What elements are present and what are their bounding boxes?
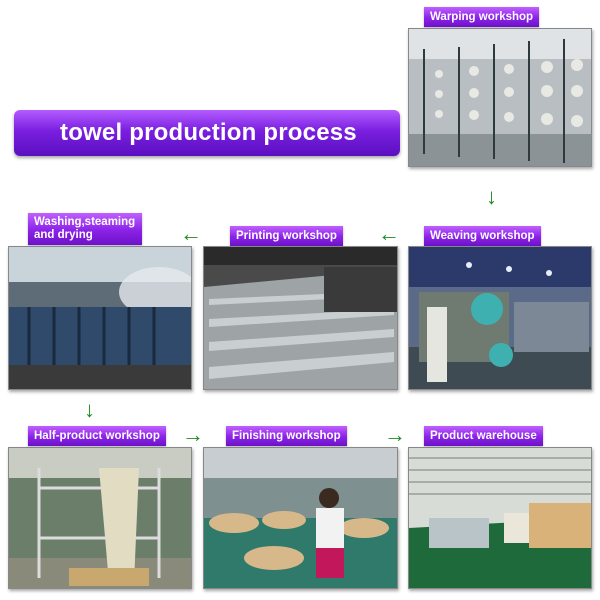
stage-label-weaving: Weaving workshop xyxy=(424,226,541,246)
arrow-down-warping-to-weaving: ↓ xyxy=(486,184,497,209)
stage-label-finishing: Finishing workshop xyxy=(226,426,347,446)
photo-finishing-workshop xyxy=(203,447,398,589)
photo-washing-workshop xyxy=(8,246,192,390)
arrow-left-printing-to-washing: ← xyxy=(180,221,202,246)
photo-weaving-workshop xyxy=(408,246,592,390)
arrow-right-finishing-to-warehouse: → xyxy=(384,422,406,447)
photo-printing-workshop xyxy=(203,246,398,390)
arrow-left-weaving-to-printing: ← xyxy=(378,221,400,246)
photo-product-warehouse xyxy=(408,447,592,589)
photo-warping-workshop xyxy=(408,28,592,167)
stage-label-warping: Warping workshop xyxy=(424,7,540,27)
arrow-down-washing-to-half-product: ↓ xyxy=(84,397,95,422)
arrow-right-half-product-to-finishing: → xyxy=(182,422,204,447)
page-title: towel production process xyxy=(14,110,400,156)
photo-half-product-workshop xyxy=(8,447,192,589)
stage-label-half-product: Half-product workshop xyxy=(28,426,166,446)
stage-label-washing: Washing,steaming and drying xyxy=(28,213,142,245)
stage-label-printing: Printing workshop xyxy=(230,226,343,246)
stage-label-warehouse: Product warehouse xyxy=(424,426,543,446)
